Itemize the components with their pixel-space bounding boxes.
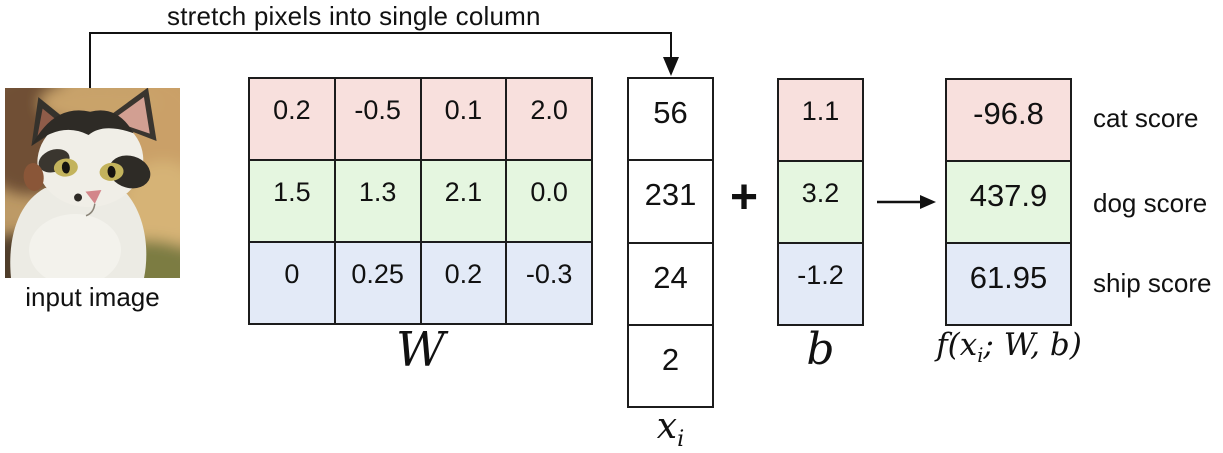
b-cell: 1.1 — [801, 96, 840, 126]
input-image-caption: input image — [25, 282, 160, 312]
dog-score-label: dog score — [1093, 188, 1208, 218]
weight-row-ship: 0 0.25 0.2 -0.3 — [250, 241, 591, 323]
f-label-subscript: i — [977, 344, 984, 368]
w-cell: -0.3 — [505, 243, 591, 323]
w-cell: 1.5 — [273, 177, 311, 207]
w-cell: 2.0 — [505, 79, 591, 159]
pixel-vector-label: xi — [627, 406, 714, 452]
f-label-head: f(x — [936, 327, 978, 363]
f-row: -96.8 — [947, 80, 1070, 160]
f-row: 437.9 — [947, 160, 1070, 242]
pixel-vector: 56 231 24 2 — [627, 77, 714, 408]
b-row: 1.1 — [779, 80, 862, 160]
w-cell: 0.25 — [333, 243, 420, 323]
f-cell: 437.9 — [969, 178, 1048, 213]
cat-score-label: cat score — [1093, 103, 1199, 133]
w-cell: 2.1 — [419, 161, 506, 241]
cat-photo-image — [5, 88, 180, 278]
w-cell: 0.2 — [419, 243, 506, 323]
x-row: 2 — [629, 323, 712, 406]
plus-operator: + — [729, 171, 759, 224]
x-cell: 2 — [661, 341, 680, 377]
weight-matrix-label: W — [395, 322, 446, 378]
x-row: 24 — [629, 241, 712, 324]
x-cell: 231 — [644, 177, 697, 213]
ship-score-label: ship score — [1093, 268, 1212, 298]
right-arrow-icon — [877, 195, 936, 209]
b-row: 3.2 — [779, 160, 862, 242]
b-cell: 3.2 — [801, 178, 840, 208]
x-label-subscript: i — [677, 426, 685, 453]
b-row: -1.2 — [779, 242, 862, 324]
weight-row-cat: 0.2 -0.5 0.1 2.0 — [250, 79, 591, 159]
w-cell: 0.2 — [273, 95, 311, 125]
f-label-tail: ; W, b) — [983, 327, 1082, 363]
f-row: 61.95 — [947, 242, 1070, 324]
w-cell: 0.1 — [419, 79, 506, 159]
w-cell: 0 — [284, 259, 300, 289]
bias-vector: 1.1 3.2 -1.2 — [777, 78, 864, 326]
x-row: 231 — [629, 159, 712, 242]
x-cell: 56 — [653, 95, 688, 130]
bias-vector-label: b — [806, 324, 835, 375]
weight-matrix: 0.2 -0.5 0.1 2.0 1.5 1.3 2.1 0.0 0 0.25 … — [248, 77, 593, 325]
w-cell: -0.5 — [333, 79, 420, 159]
score-function-label: f(xi; W, b) — [935, 327, 1083, 367]
x-label-base: x — [656, 406, 678, 447]
w-cell: 1.3 — [333, 161, 420, 241]
f-cell: 61.95 — [969, 260, 1048, 295]
f-cell: -96.8 — [973, 96, 1044, 131]
cat-photo — [5, 88, 180, 278]
stretch-note-label: stretch pixels into single column — [167, 1, 541, 31]
w-cell: 0.0 — [505, 161, 591, 241]
score-vector: -96.8 437.9 61.95 — [945, 78, 1072, 326]
weight-row-dog: 1.5 1.3 2.1 0.0 — [250, 159, 591, 241]
x-row: 56 — [629, 79, 712, 160]
x-cell: 24 — [653, 259, 688, 295]
b-cell: -1.2 — [797, 260, 844, 290]
